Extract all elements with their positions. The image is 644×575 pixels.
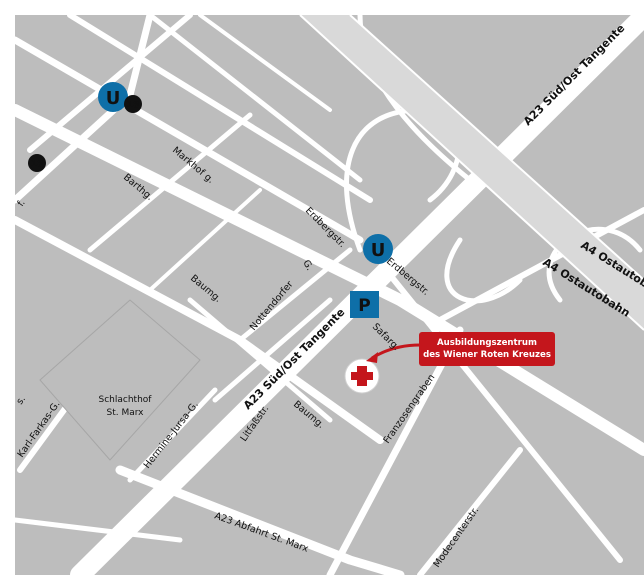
a4-highway xyxy=(299,14,644,331)
callout-pointer xyxy=(366,343,421,363)
red-cross-icon xyxy=(351,366,373,386)
location-callout[interactable]: Ausbildungszentrum des Wiener Roten Kreu… xyxy=(419,332,555,366)
parking-label: P xyxy=(358,296,370,316)
callout-line2: des Wiener Roten Kreuzes xyxy=(423,350,551,360)
subway-marker-erdberg[interactable]: U xyxy=(363,234,393,264)
tram-badge-north[interactable]: 18 xyxy=(124,95,142,113)
subway-marker-north[interactable]: U xyxy=(98,82,128,112)
area-label-line2: St. Marx xyxy=(106,408,144,418)
subway-station-icon xyxy=(98,82,128,112)
tram-line-label: 18 xyxy=(31,160,44,170)
subway-label: U xyxy=(106,88,121,109)
street-label-left-edge-b: f. xyxy=(15,198,27,209)
tram-badge-west[interactable]: 18 xyxy=(28,154,46,172)
subway-label: U xyxy=(371,240,386,261)
schlachthof-area xyxy=(39,299,201,461)
tram-line-label: 18 xyxy=(127,101,140,111)
subway-station-icon xyxy=(363,234,393,264)
street-label-nottendorfer-a: G. xyxy=(300,258,315,272)
callout-line1: Ausbildungszentrum xyxy=(437,338,537,348)
tram-stop-icon xyxy=(28,154,46,172)
parking-marker[interactable]: P xyxy=(350,291,379,318)
area-label-line1: Schlachthof xyxy=(99,395,153,405)
tram-stop-icon xyxy=(124,95,142,113)
red-cross-marker[interactable] xyxy=(344,358,380,394)
parking-icon xyxy=(350,291,379,318)
